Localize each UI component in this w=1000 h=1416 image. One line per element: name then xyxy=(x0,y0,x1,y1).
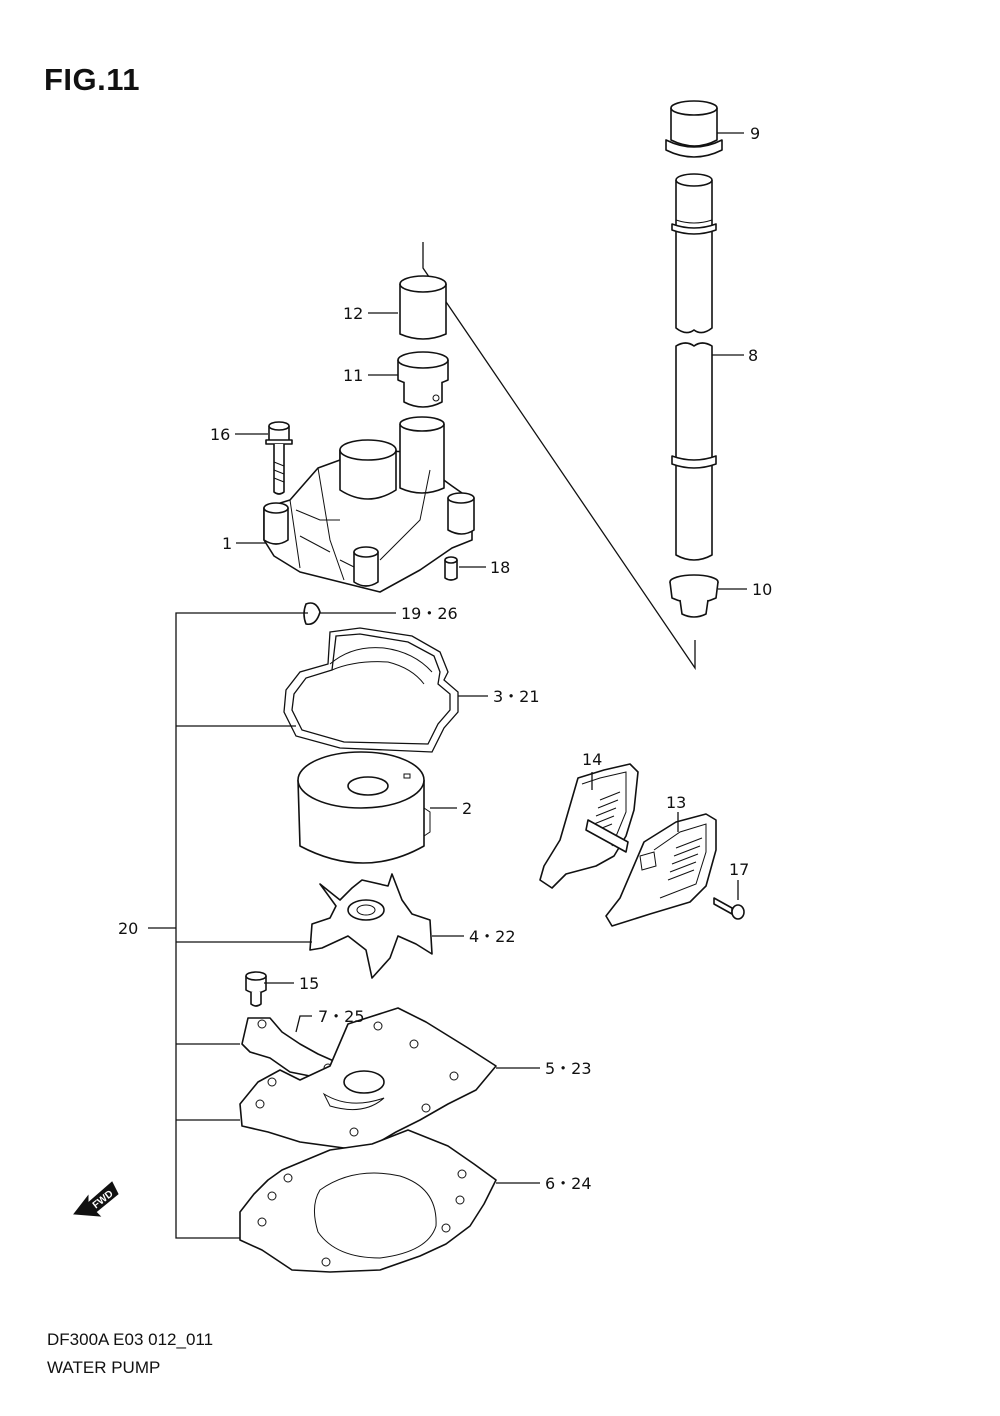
label-part-9: 9 xyxy=(750,124,760,143)
part-9-bushing[interactable] xyxy=(665,100,723,158)
part-12-sleeve[interactable] xyxy=(399,275,447,340)
label-part-20: 20 xyxy=(118,919,138,938)
part-6-24-gasket[interactable] xyxy=(239,1129,497,1273)
label-part-13: 13 xyxy=(666,793,686,812)
figure-name: WATER PUMP xyxy=(47,1358,161,1377)
part-8-water-tube[interactable] xyxy=(671,173,717,561)
part-13-strainer[interactable] xyxy=(605,813,717,927)
label-part-16: 16 xyxy=(210,425,230,444)
label-part-15: 15 xyxy=(299,974,319,993)
label-part-7-25: 7・25 xyxy=(318,1007,365,1026)
part-1-pump-case[interactable] xyxy=(263,416,475,593)
label-part-5-23: 5・23 xyxy=(545,1059,592,1078)
label-part-8: 8 xyxy=(748,346,758,365)
label-part-17: 17 xyxy=(729,860,749,879)
reference-bracket-line xyxy=(422,242,696,671)
label-part-11: 11 xyxy=(343,366,363,385)
part-11-seal[interactable] xyxy=(397,351,449,408)
part-10-grommet[interactable] xyxy=(669,574,719,618)
label-part-19-26: 19・26 xyxy=(401,604,458,623)
label-part-12: 12 xyxy=(343,304,363,323)
fwd-arrow-icon: FWD xyxy=(73,1181,119,1217)
part-16-bolt[interactable] xyxy=(265,421,293,495)
part-17-screw[interactable] xyxy=(713,897,745,920)
label-part-6-24: 6・24 xyxy=(545,1174,592,1193)
label-part-3-21: 3・21 xyxy=(493,687,540,706)
label-part-4-22: 4・22 xyxy=(469,927,516,946)
model-code: DF300A E03 012_011 xyxy=(47,1330,214,1349)
label-part-10: 10 xyxy=(752,580,772,599)
leader-lines xyxy=(148,132,747,1239)
figure-title: FIG.11 xyxy=(44,62,141,97)
label-part-1: 1 xyxy=(222,534,232,553)
part-15-bolt[interactable] xyxy=(245,971,267,1007)
label-part-2: 2 xyxy=(462,799,472,818)
label-part-14: 14 xyxy=(582,750,602,769)
part-5-23-pump-plate[interactable] xyxy=(239,1007,497,1149)
part-19-26-key[interactable] xyxy=(303,602,321,626)
part-2-impeller-housing[interactable] xyxy=(297,751,431,864)
part-4-22-impeller[interactable] xyxy=(309,873,433,979)
part-14-strainer[interactable] xyxy=(539,763,639,889)
part-3-21-seal-ring[interactable] xyxy=(283,627,459,753)
part-18-pin[interactable] xyxy=(444,556,458,581)
label-part-18: 18 xyxy=(490,558,510,577)
